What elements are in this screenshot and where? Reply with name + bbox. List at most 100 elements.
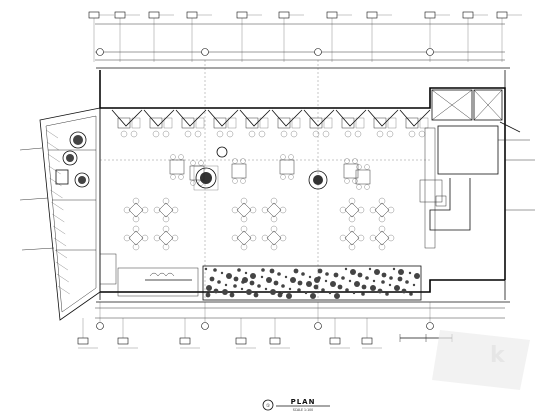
planter-shrub: [361, 292, 365, 296]
booth-table: [341, 117, 355, 129]
building-outline: [96, 67, 510, 303]
chair: [162, 225, 170, 233]
planter-shrub: [224, 283, 228, 287]
chair: [240, 178, 246, 184]
planter-shrub: [217, 280, 221, 284]
planter-shrub: [297, 288, 301, 292]
booth-chair: [344, 130, 352, 138]
chair: [352, 178, 358, 184]
chair: [364, 164, 370, 170]
booth-partition: [239, 109, 271, 127]
chair: [378, 243, 386, 251]
chair: [387, 206, 395, 214]
planter-shrub: [357, 272, 363, 278]
booth-chair: [184, 130, 192, 138]
booth-chair: [322, 130, 330, 138]
booth-chair: [130, 130, 138, 138]
planter-shrub: [414, 273, 420, 279]
chair: [198, 160, 204, 166]
planter-shrub: [401, 288, 407, 294]
chair: [339, 234, 347, 242]
cross-table: [266, 202, 282, 218]
planter-shrub: [409, 292, 413, 296]
planter-shrub: [389, 276, 393, 280]
planter-shrub: [226, 273, 232, 279]
cross-table: [266, 230, 282, 246]
planter-shrub: [350, 269, 356, 275]
hatch-line: [49, 177, 62, 187]
planter-strip: [202, 265, 422, 301]
callout-tag: [462, 11, 474, 19]
hatch-line: [45, 129, 59, 139]
booth-chair: [162, 130, 170, 138]
grid-bubble: [426, 48, 434, 56]
hatch-line: [57, 285, 70, 295]
hatch-line: [54, 249, 68, 259]
chair: [270, 225, 278, 233]
drawing-title: PLAN: [291, 398, 316, 406]
top-callout-tags: [88, 11, 522, 62]
chair: [348, 197, 356, 205]
chair: [344, 158, 350, 164]
planter-shrub: [246, 289, 252, 295]
chair: [249, 234, 257, 242]
planter-shrub: [242, 277, 248, 283]
planter-shrub: [394, 285, 400, 291]
planter-shrub: [321, 288, 325, 292]
callout-tag: [117, 337, 129, 345]
booth-table: [405, 117, 419, 129]
booth-chair: [216, 130, 224, 138]
planter-shrub: [288, 287, 292, 291]
top-dimension-lines: [95, 23, 505, 61]
planter-shrub: [341, 276, 345, 280]
planter-shrub: [337, 284, 343, 290]
chair: [280, 154, 286, 160]
booth-chair: [376, 130, 384, 138]
left-angled-wing: [19, 107, 101, 321]
planter-shrub: [220, 271, 224, 275]
chair: [280, 174, 286, 180]
booth-partition: [399, 109, 431, 127]
hatch-line: [51, 201, 64, 211]
booth-partition: [271, 109, 303, 127]
chair: [270, 215, 278, 223]
chair: [249, 206, 257, 214]
chair: [348, 243, 356, 251]
chair: [378, 215, 386, 223]
booth-chair: [152, 130, 160, 138]
planter-shrub: [237, 268, 241, 272]
planter-shrub: [344, 267, 348, 271]
chair: [288, 154, 294, 160]
planter-shrub: [260, 275, 264, 279]
booth-chair: [386, 130, 394, 138]
diagonal-booth-row: [111, 109, 431, 138]
planter-shrub: [313, 284, 319, 290]
booth-seat: [323, 117, 333, 129]
left-planters: [55, 131, 90, 188]
planter-shrub: [374, 269, 380, 275]
planter-shrub: [385, 292, 389, 296]
booth-chair: [258, 130, 266, 138]
four-top-table: [343, 163, 359, 179]
chair: [190, 180, 196, 186]
planter-shrub: [266, 277, 272, 283]
booth-seat: [227, 117, 237, 129]
booth-seat: [163, 117, 173, 129]
planter-shrub: [297, 280, 303, 286]
planter-shrub: [348, 279, 352, 283]
callout-tag: [269, 337, 281, 345]
chair: [387, 234, 395, 242]
booth-chair: [194, 130, 202, 138]
hatch-line: [46, 141, 59, 151]
chair: [132, 215, 140, 223]
planter-shrub: [209, 276, 215, 282]
booth-chair: [226, 130, 234, 138]
chair: [378, 197, 386, 205]
chair: [232, 158, 238, 164]
planter-shrub: [310, 293, 316, 299]
planter-shrub: [397, 276, 403, 282]
planter-shrub: [388, 283, 392, 287]
planter-shrub: [222, 289, 228, 295]
booth-chair: [290, 130, 298, 138]
booth-partition: [175, 109, 207, 127]
